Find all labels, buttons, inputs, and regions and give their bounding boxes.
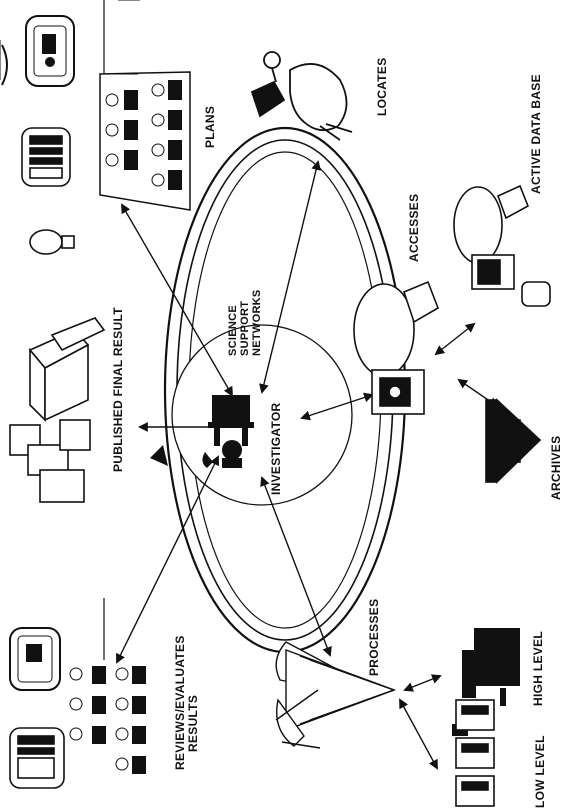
arrow-active-db [434,322,476,356]
archives-building-icon [485,398,542,484]
arrow-processes [260,476,332,657]
reviewers-group-icon [69,598,146,774]
data-access-terminal-icon [353,280,439,415]
low-level-racks-icon [455,699,495,807]
ring-arrowhead-icon [150,445,168,466]
review-screen-icon [9,627,61,691]
plans-label: PLANS [203,105,217,148]
science-support-networks-label: SCIENCE SUPPORT NETWORKS [227,289,263,356]
processes-label: PROCESSES [367,598,381,676]
arrow-accesses [300,392,374,421]
corner-arc-mark [1,44,8,86]
ring-label-line-1: SCIENCE [227,305,239,356]
connection-arrows [116,160,499,770]
seeker-with-magnifier-icon [250,51,353,141]
high-level-label: HIGH LEVEL [531,630,545,706]
reviews-evaluates-label: REVIEWS/EVALUATES RESULTS [173,635,200,770]
instrument-panel-icon [21,127,71,187]
planning-team-icon [99,0,191,211]
low-level-label: LOW LEVEL [533,735,547,808]
arrow-low-level [399,698,438,770]
published-final-result-label: PUBLISHED FINAL RESULT [111,307,125,472]
accesses-label: ACCESSES [407,193,421,262]
active-data-base-label: ACTIVE DATA BASE [529,74,543,194]
reviews-label-line-2: RESULTS [186,694,200,752]
ring-label-line-2: SUPPORT [239,300,251,356]
review-panel-icon [9,727,65,789]
arrow-reviews [116,455,219,664]
monitor-screen-icon [25,15,75,87]
published-books-icon [9,317,106,503]
arrow-plans [121,203,233,397]
arrow-locates [259,160,321,394]
light-bulb-icon [29,229,75,255]
arrow-high-level [403,674,442,692]
active-data-base-icon [453,184,551,307]
archives-label: ARCHIVES [549,435,563,500]
locates-label: LOCATES [375,57,389,116]
investigator-label: INVESTIGATOR [269,402,283,496]
ring-label-line-3: NETWORKS [251,289,263,356]
processing-funnel-icon [275,641,397,749]
